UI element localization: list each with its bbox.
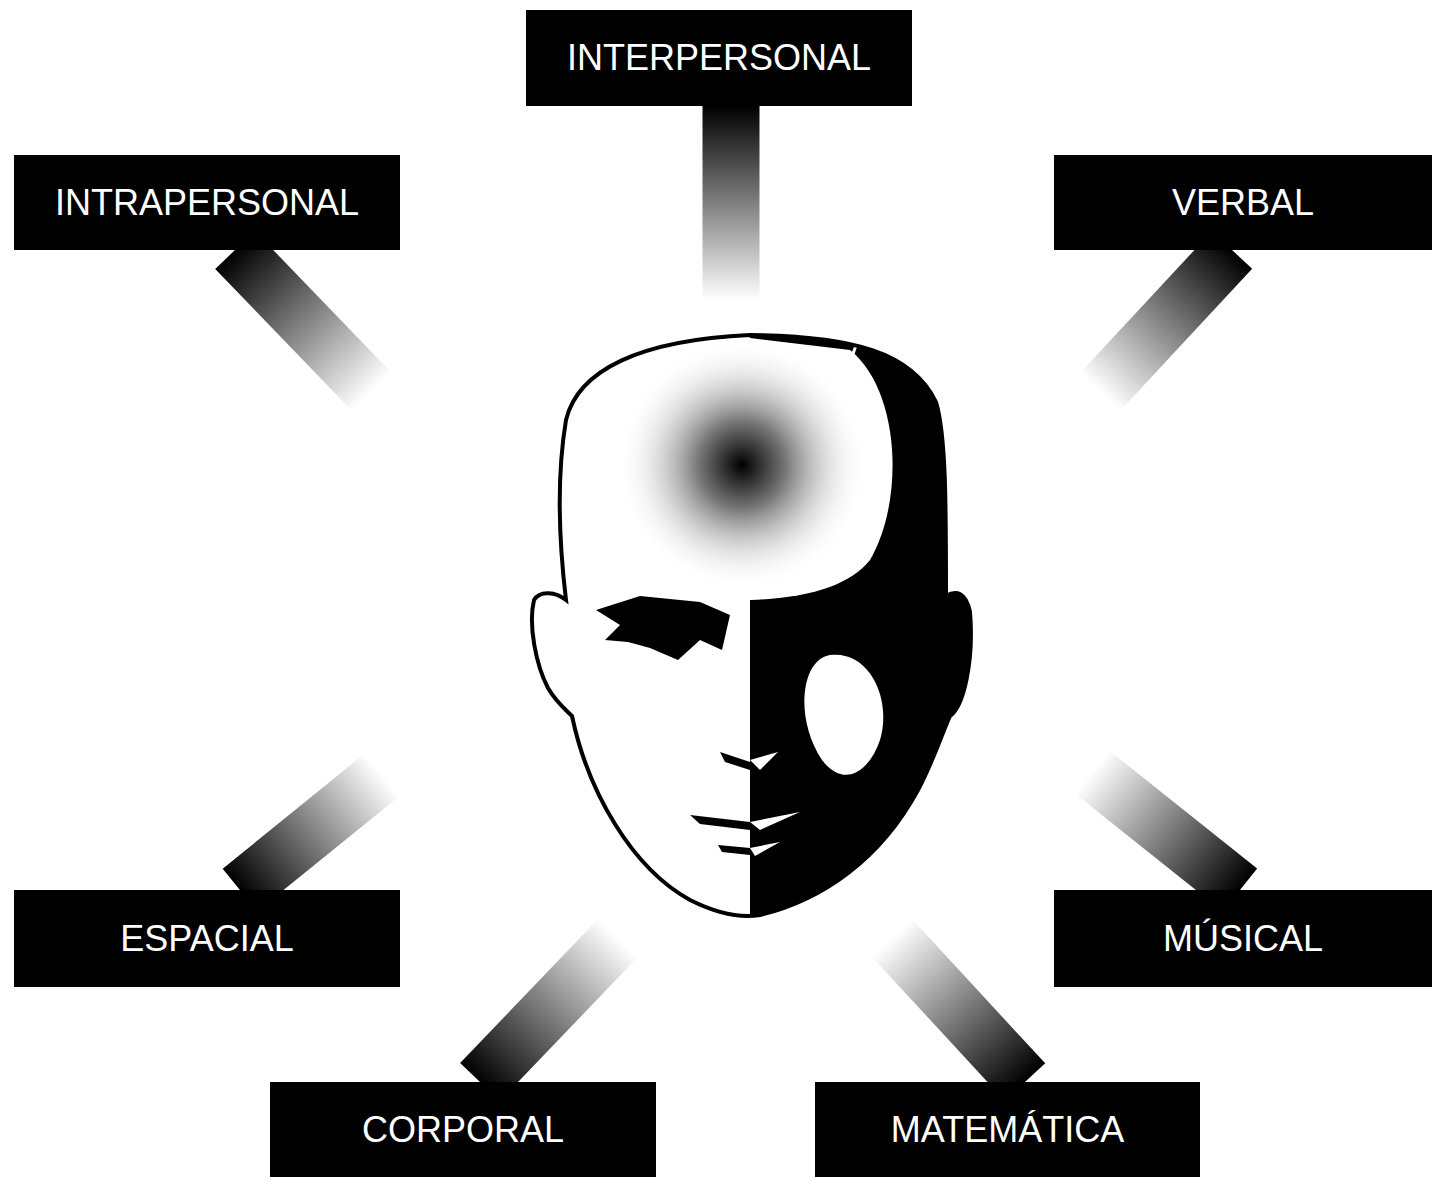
label-box: MATEMÁTICA (815, 1082, 1200, 1177)
box-label: INTERPERSONAL (567, 38, 871, 78)
box-label: CORPORAL (362, 1110, 564, 1150)
label-box: ESPACIAL (14, 890, 400, 987)
label-box: INTRAPERSONAL (14, 155, 400, 250)
box-label: VERBAL (1172, 183, 1314, 223)
head (532, 300, 1010, 950)
box-label: ESPACIAL (120, 919, 293, 959)
label-box: CORPORAL (270, 1082, 656, 1177)
label-box: VERBAL (1054, 155, 1432, 250)
label-box: INTERPERSONAL (526, 10, 912, 106)
box-label: INTRAPERSONAL (55, 183, 359, 223)
box-label: MATEMÁTICA (891, 1110, 1124, 1150)
label-box: MÚSICAL (1054, 890, 1432, 987)
box-label: MÚSICAL (1163, 919, 1323, 959)
